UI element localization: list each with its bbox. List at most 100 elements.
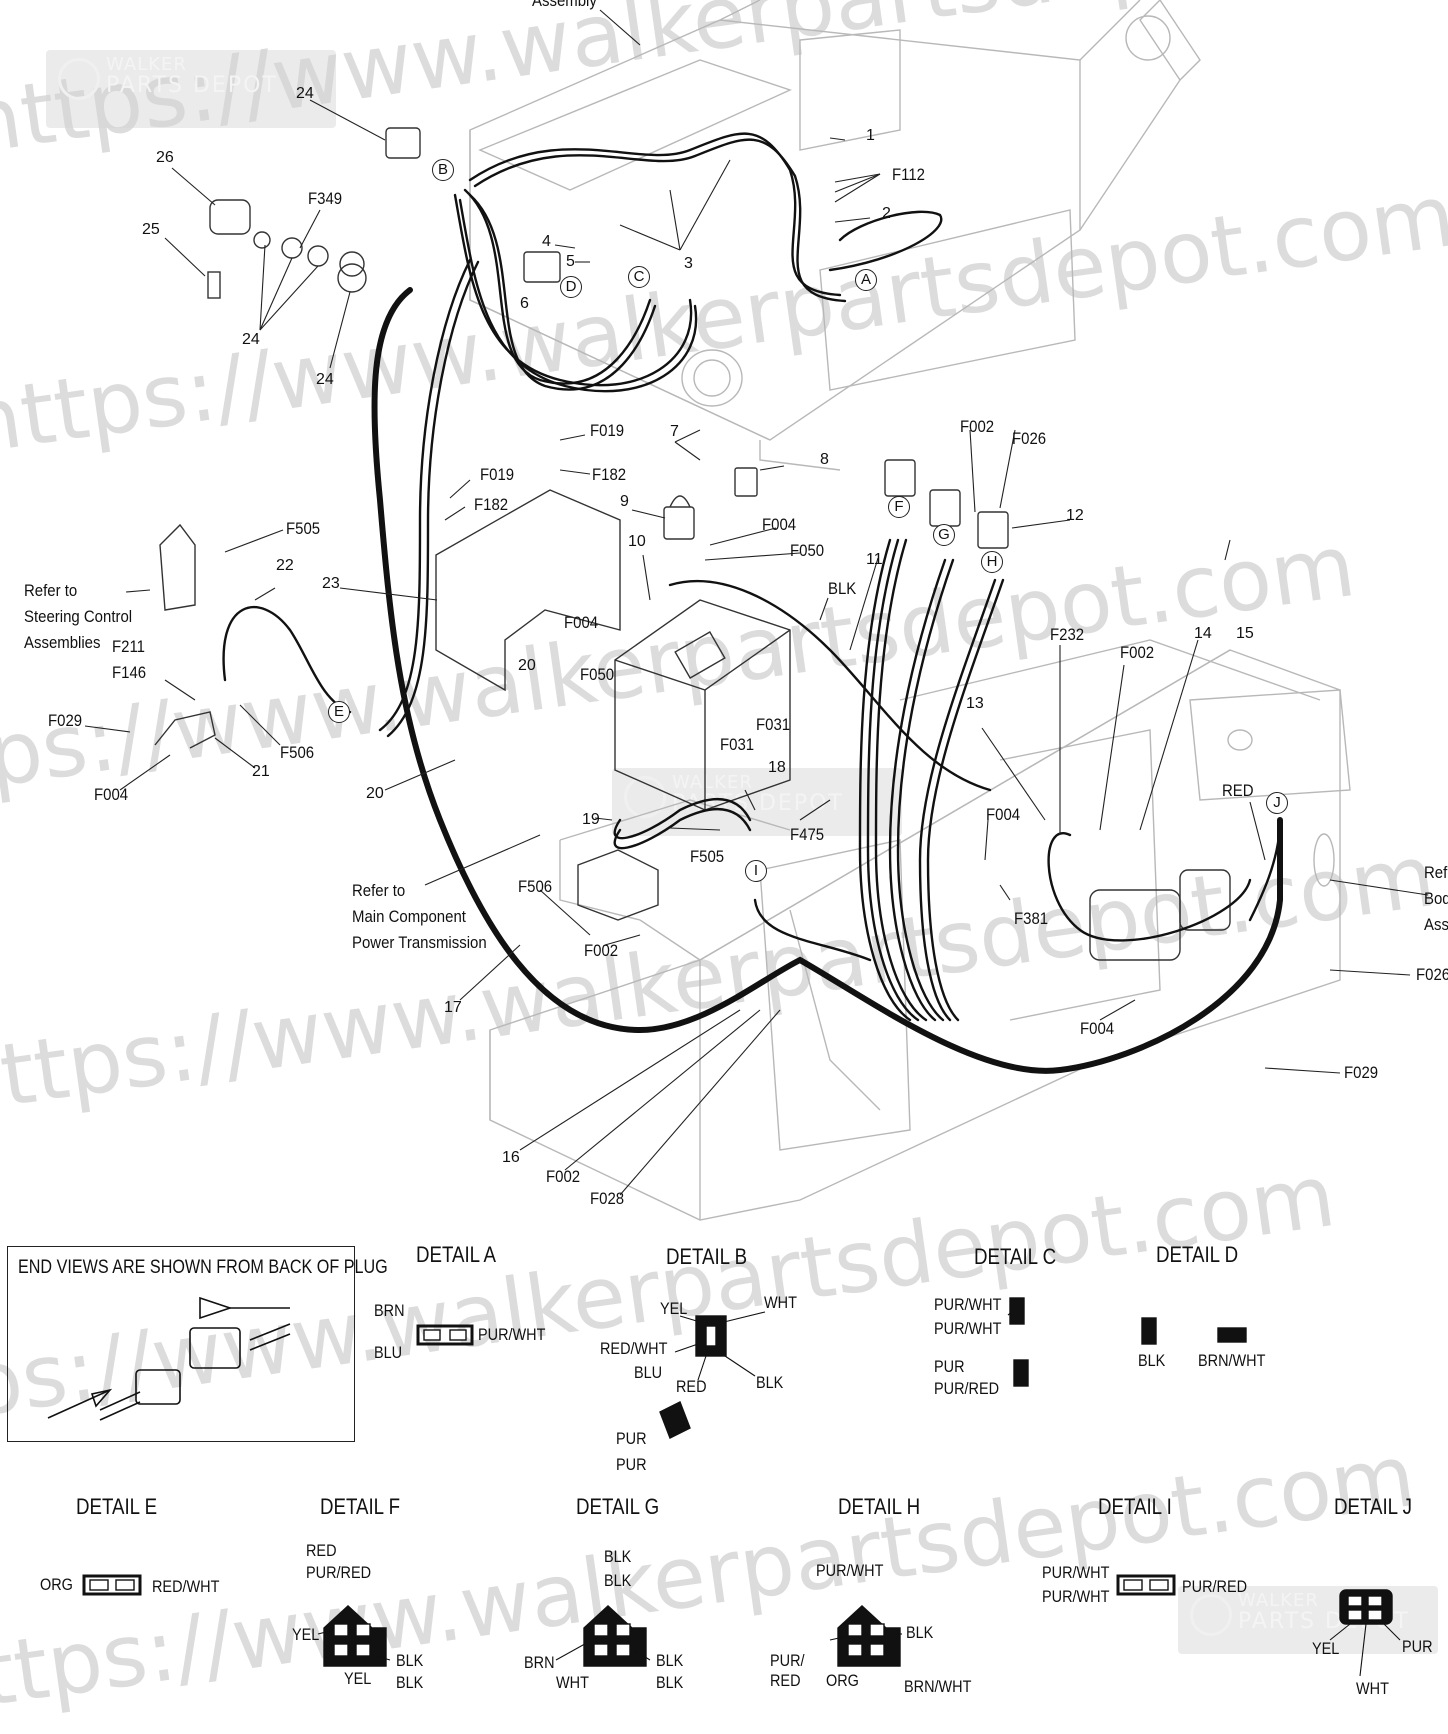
watermark-logo-line1: WALKER [106,54,187,75]
label-f028: F028 [590,1189,625,1208]
assembly-label: Assembly [532,0,597,10]
label-f002b: F002 [546,1167,581,1186]
detail-c-wire-1: PUR/WHT [934,1295,1002,1314]
callout-26: 26 [156,149,174,166]
detail-j-title: DETAIL J [1334,1494,1412,1519]
callout-11: 11 [866,551,883,568]
main-harness-wire [371,287,1283,1074]
detail-f-wire-2: PUR/RED [306,1563,372,1582]
callout-12: 12 [1066,507,1084,524]
callout-10: 10 [628,533,646,550]
watermark-logo-line2: PARTS DEPOT [106,73,278,98]
ref-main-line3: Power Transmission [352,933,487,952]
endview-plug-art [47,1296,291,1421]
label-f019a: F019 [590,421,625,440]
callout-16: 16 [502,1149,520,1166]
connector-letter-i: I [745,860,767,882]
ref-main-line1: Refer to [352,881,406,900]
label-f505b: F505 [690,847,725,866]
connector-letter-g: G [933,524,955,546]
detail-h-wire-4: RED [770,1671,801,1690]
label-f004a: F004 [762,515,797,534]
callout-7: 7 [670,423,679,440]
detail-d-wire-1: BLK [1138,1351,1166,1370]
detail-a-wire-1: BRN [374,1301,405,1320]
watermark-logo-line1: WALKER [1238,1590,1319,1611]
label-f506b: F506 [518,877,553,896]
ref-right-line1: Ref [1424,863,1448,882]
detail-d-title: DETAIL D [1156,1242,1239,1267]
callout-4: 4 [542,233,551,250]
callout-6: 6 [520,295,529,312]
label-f031b: F031 [720,735,755,754]
label-f002d: F002 [1120,643,1155,662]
detail-b-wire-6: BLK [756,1373,784,1392]
detail-leaders [317,1311,1401,1677]
label-f182a: F182 [592,465,627,484]
callout-5: 5 [566,253,575,270]
detail-i-wire-2: PUR/WHT [1042,1587,1110,1606]
detail-d-wire-2: BRN/WHT [1198,1351,1266,1370]
label-f505a: F505 [286,519,321,538]
callout-21: 21 [252,763,270,780]
label-f019b: F019 [480,465,515,484]
ref-steering-line2: Steering Control [24,607,133,626]
callout-13: 13 [966,695,984,712]
detail-e-title: DETAIL E [76,1494,158,1519]
ref-right-line3: Ass [1424,915,1448,934]
callout-22: 22 [276,557,294,574]
label-f029b: F029 [1344,1063,1379,1082]
ref-steering-line1: Refer to [24,581,78,600]
watermark-logo-mark [1190,1594,1232,1636]
detail-i-wire-1: PUR/WHT [1042,1563,1110,1582]
detail-b-wire-5: RED [676,1377,707,1396]
callout-15: 15 [1236,625,1254,642]
watermark-logo-mark [58,58,100,100]
detail-h-wire-6: BRN/WHT [904,1677,972,1696]
detail-b-wire-7: PUR [616,1429,647,1448]
label-f211: F211 [112,637,145,656]
detail-c-wire-3: PUR [934,1357,965,1376]
label-f004b: F004 [564,613,599,632]
connector-letter-a: A [855,269,877,291]
detail-g-wire-6: BLK [656,1673,684,1692]
detail-c-wire-4: PUR/RED [934,1379,1000,1398]
label-f146: F146 [112,663,147,682]
detail-i-title: DETAIL I [1098,1494,1172,1519]
detail-h-title: DETAIL H [838,1494,921,1519]
detail-c-wire-2: PUR/WHT [934,1319,1002,1338]
detail-f-wire-6: BLK [396,1673,424,1692]
harness-branch-wires [222,132,1282,1022]
detail-b-wire-2: WHT [764,1293,797,1312]
leader-lines [84,9,1429,1196]
label-f050a: F050 [790,541,825,560]
detail-f-wire-3: YEL [292,1625,320,1644]
detail-g-wire-1: BLK [604,1547,632,1566]
label-f031a: F031 [756,715,791,734]
detail-h-wire-3: PUR/ [770,1651,805,1670]
connector-letter-d: D [560,276,582,298]
chassis-outline [469,0,1351,1221]
detail-j-wire-2: PUR [1402,1637,1433,1656]
detail-e-wire-1: ORG [40,1575,73,1594]
label-f004d: F004 [986,805,1021,824]
label-f026b: F026 [1416,965,1448,984]
detail-e-wire-2: RED/WHT [152,1577,220,1596]
detail-h-wire-1: PUR/WHT [816,1561,884,1580]
callout-24b: 24 [242,331,260,348]
label-f381: F381 [1014,909,1049,928]
callout-24c: 24 [316,371,334,388]
callout-1: 1 [866,127,875,144]
callout-8: 8 [820,451,829,468]
callout-9: 9 [620,493,629,510]
connector-letter-f: F [888,496,910,518]
connector-letter-j: J [1266,792,1288,814]
label-f112: F112 [892,165,925,184]
detail-i-wire-3: PUR/RED [1182,1577,1248,1596]
callout-23: 23 [322,575,340,592]
endview-caption: END VIEWS ARE SHOWN FROM BACK OF PLUG [18,1257,388,1278]
label-f002c: F002 [960,417,995,436]
callout-20b: 20 [366,785,384,802]
label-f029a: F029 [48,711,83,730]
detail-b-wire-4: BLU [634,1363,663,1382]
